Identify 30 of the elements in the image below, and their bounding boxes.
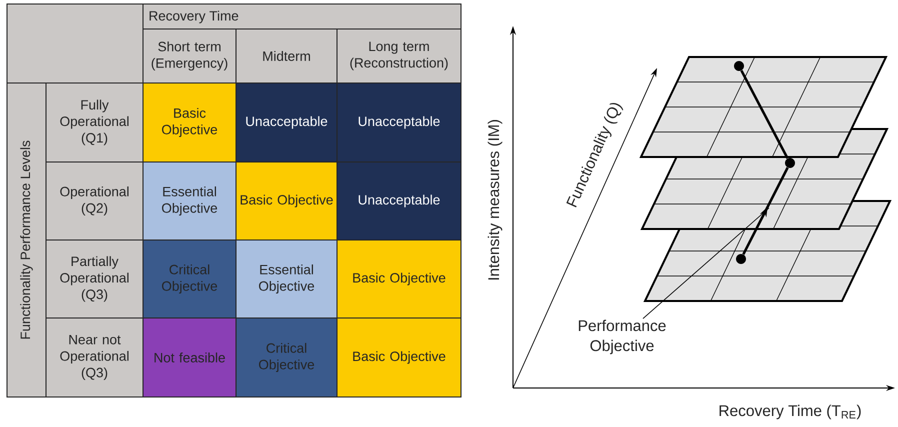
column-header: Long term (Reconstruction) — [336, 28, 462, 84]
callout-text: Performance Objective — [578, 320, 666, 354]
point-dot — [734, 61, 744, 71]
table-cell: Critical Objective — [142, 240, 236, 318]
point-dot — [785, 158, 795, 168]
table-cell: Not feasible — [142, 318, 236, 398]
column-header: Midterm — [236, 28, 338, 84]
column-header: Recovery Time — [142, 4, 462, 30]
row-header: Operational (Q2) — [46, 162, 144, 240]
table-cell: Basic Objective — [336, 318, 462, 398]
connector-line — [740, 70, 789, 159]
table-cell: Basic Objective — [336, 240, 462, 318]
table-cell: Basic Objective — [236, 162, 338, 240]
table-cell: Unacceptable — [336, 162, 462, 240]
table-cell: Essential Objective — [142, 162, 236, 240]
row-header: Partially Operational (Q3) — [46, 240, 144, 318]
row-group-header: Functionality Performance Levels — [6, 82, 46, 398]
connector-line — [642, 208, 770, 319]
table-cell: Unacceptable — [236, 82, 338, 162]
table-cell: Unacceptable — [336, 82, 462, 162]
column-header: Short term (Emergency) — [142, 28, 236, 84]
point-dot — [736, 254, 746, 264]
table-cell: Critical Objective — [236, 318, 338, 398]
row-header: Fully Operational (Q1) — [46, 82, 144, 162]
arrow — [742, 167, 789, 255]
table-cell: Basic Objective — [142, 82, 236, 162]
row-header: Near not Operational (Q3) — [46, 318, 144, 398]
table-cell: Essential Objective — [236, 240, 338, 318]
axis-label: Recovery Time (T$_{RE}$) — [720, 404, 861, 420]
axis-label: Intensity measures (IM) — [488, 120, 502, 280]
